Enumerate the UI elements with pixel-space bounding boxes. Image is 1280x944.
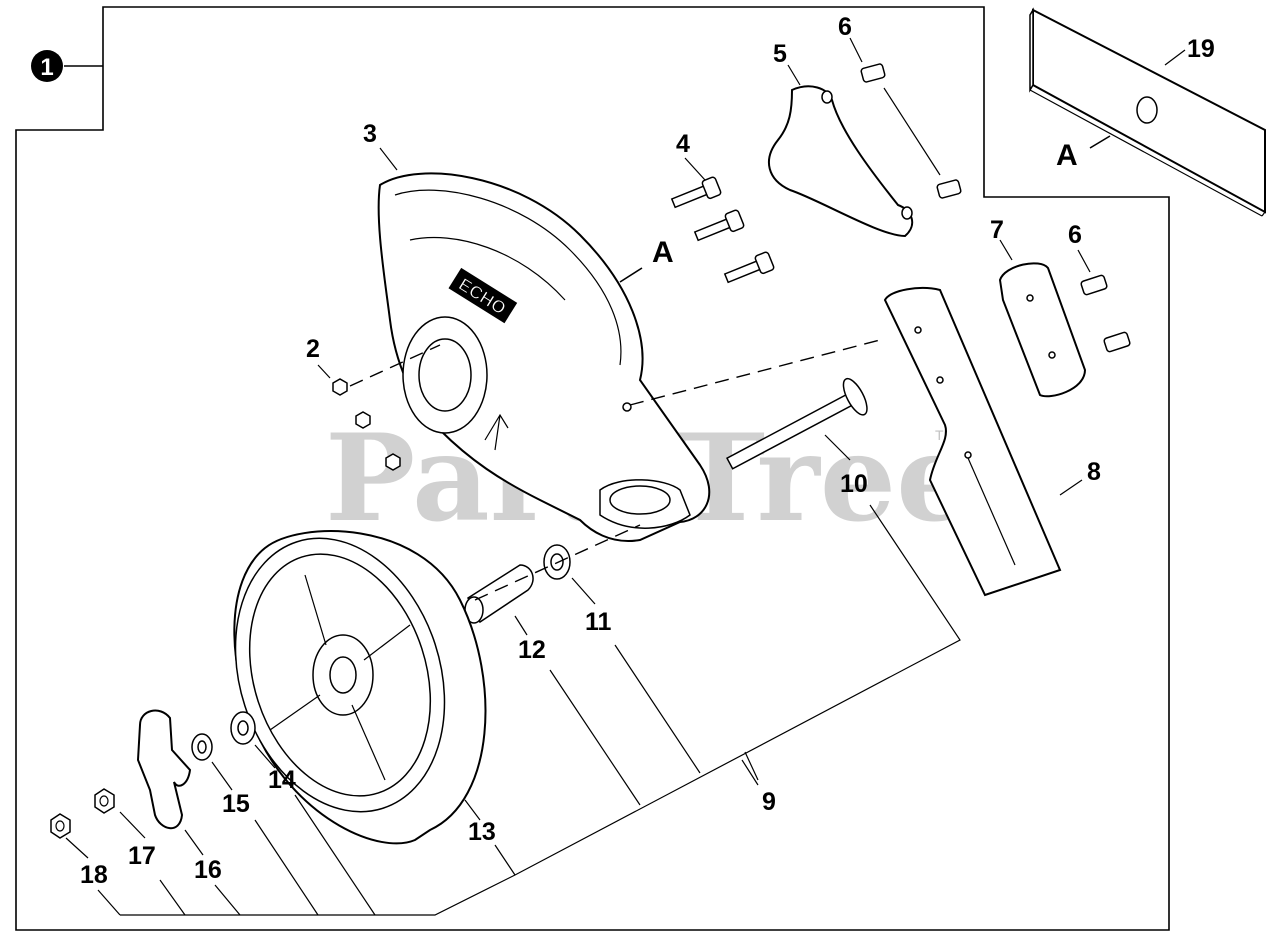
part-screw-top-a (860, 63, 886, 83)
callout-11: 11 (585, 608, 612, 636)
callout-2: 2 (306, 335, 320, 363)
callout-18: 18 (80, 861, 108, 889)
part-screw-right-b (1103, 331, 1131, 353)
part-wheel (233, 530, 487, 845)
part-guard-plate (768, 85, 914, 238)
callout-3: 3 (363, 120, 377, 148)
part-housing: ECHO (377, 172, 711, 542)
part-wheel-washer (230, 711, 256, 745)
part-nut-17 (94, 788, 115, 814)
callout-5: 5 (773, 40, 787, 68)
callout-6-top: 6 (838, 13, 852, 41)
callout-17: 17 (128, 842, 156, 870)
section-marker-a-blade: A (1056, 135, 1111, 172)
section-marker-a-housing: A (619, 236, 674, 283)
callout-15: 15 (222, 790, 250, 818)
callout-4: 4 (676, 130, 690, 158)
part-spacer (464, 564, 534, 624)
callout-16: 16 (194, 856, 222, 884)
callout-13: 13 (468, 818, 496, 846)
part-wing-knob (136, 709, 192, 830)
part-blade (1029, 7, 1266, 217)
part-screws-bolts (670, 176, 775, 284)
part-long-bolt (726, 377, 868, 470)
callout-19: 19 (1187, 35, 1215, 63)
callout-9: 9 (762, 788, 776, 816)
callout-labels: 2 3 4 5 6 6 7 8 9 10 11 12 13 14 15 16 1… (80, 13, 1215, 889)
part-screw-top-b (936, 179, 962, 199)
part-nuts (332, 378, 401, 471)
callout-12: 12 (518, 636, 546, 664)
part-nut-18 (50, 813, 71, 839)
callout-14: 14 (268, 766, 296, 794)
section-label-a: A (652, 236, 674, 269)
part-screw-right-a (1080, 274, 1108, 296)
section-label-a-blade: A (1056, 139, 1078, 172)
part-plate (998, 262, 1087, 398)
callout-10: 10 (840, 470, 868, 498)
callout-8: 8 (1087, 458, 1101, 486)
part-split-washer (191, 733, 213, 761)
assembly-badge: 1 (31, 50, 63, 82)
part-bracket (883, 287, 1062, 597)
assembly-badge-number: 1 (40, 54, 53, 81)
callout-6-right: 6 (1068, 221, 1082, 249)
assembly-boundary (15, 6, 1170, 931)
callout-7: 7 (990, 216, 1004, 244)
leader-lines (65, 37, 1186, 916)
